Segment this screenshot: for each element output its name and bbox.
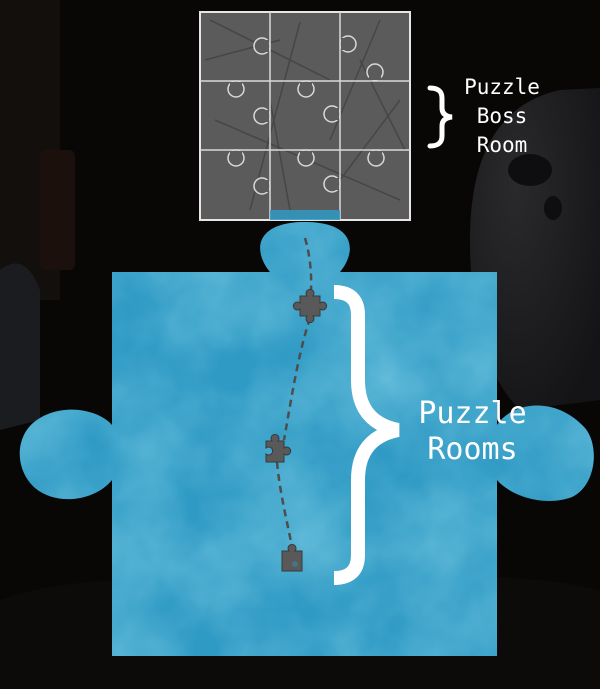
boss-room-label: Puzzle Boss Room <box>464 75 540 157</box>
puzzle-room-3[interactable] <box>281 543 303 572</box>
puzzle-rooms-label: Puzzle Rooms <box>418 396 527 467</box>
puzzle-room-2[interactable] <box>265 433 292 463</box>
puzzle-room-1[interactable] <box>292 288 328 324</box>
puzzle-rooms-area <box>19 222 594 656</box>
puzzle-rooms-brace <box>333 285 400 585</box>
boss-room-grid[interactable] <box>199 11 411 221</box>
boss-room-brace <box>427 85 453 149</box>
